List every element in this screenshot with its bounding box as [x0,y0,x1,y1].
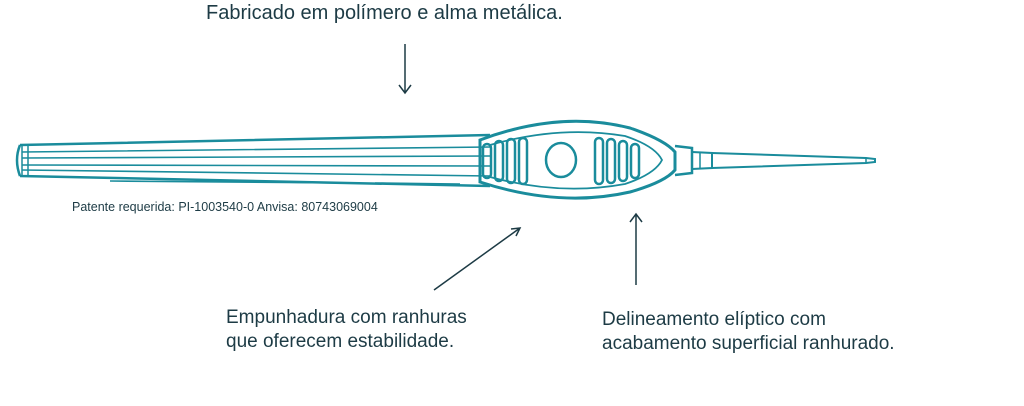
patent-note: Patente requerida: PI-1003540-0 Anvisa: … [72,200,378,214]
grip-annotation: Empunhadura com ranhuras que oferecem es… [226,306,467,354]
arrow-up-icon [629,212,643,285]
arrows [398,44,643,291]
grip-annotation-line2: que oferecem estabilidade. [226,331,455,352]
grip-annotation-line1: Empunhadura com ranhuras [226,307,467,328]
arrow-down-icon [398,44,412,95]
grip-oval [544,141,578,179]
elliptic-annotation-line2: acabamento superficial ranhurado. [602,333,895,354]
elliptic-annotation: Delineamento elíptico com acabamento sup… [602,308,895,356]
tip [711,152,876,169]
material-annotation: Fabricado em polímero e alma metálica. [206,2,563,24]
handle-shaft [15,133,491,188]
instrument [15,119,876,200]
arrow-up-right-icon [433,227,522,291]
grip [478,119,677,200]
elliptic-annotation-line1: Delineamento elíptico com [602,309,826,330]
